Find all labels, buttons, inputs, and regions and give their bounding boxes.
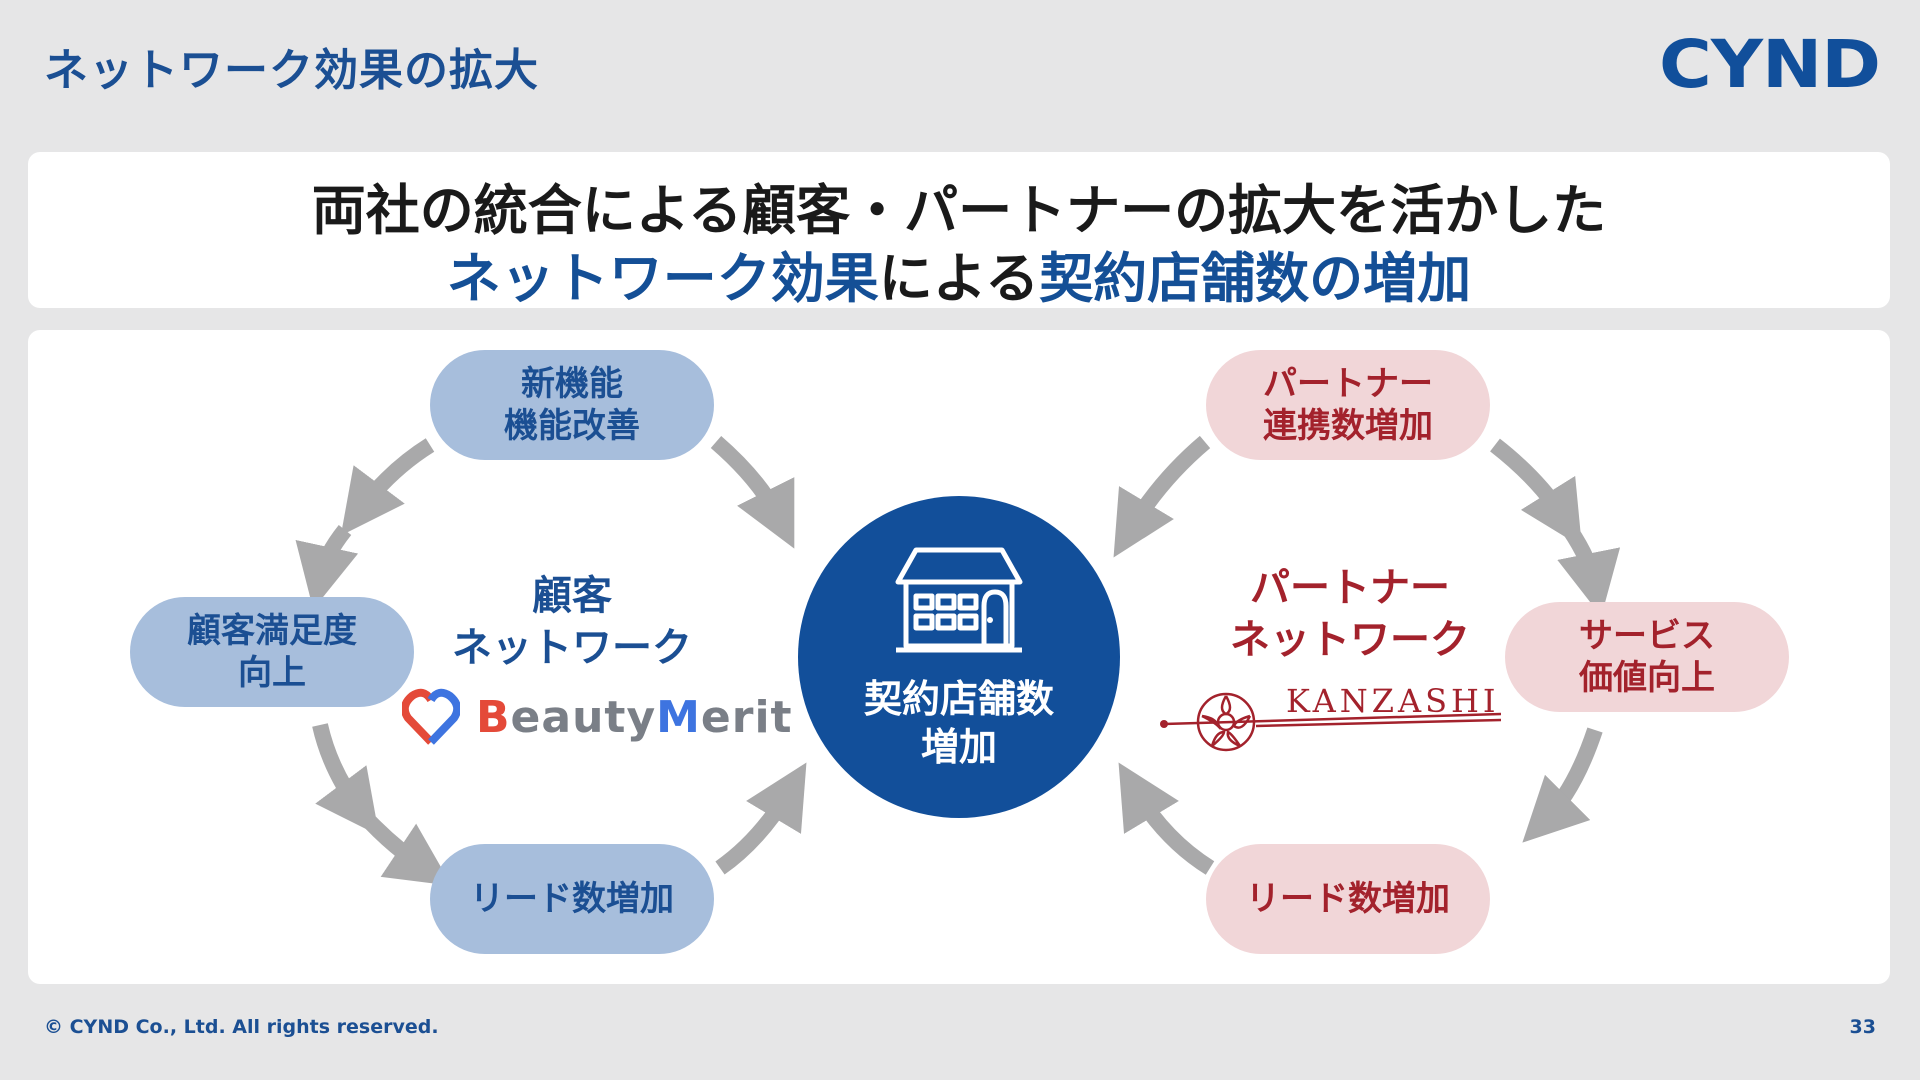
beautymerit-mark-icon <box>402 688 460 745</box>
pill-leads-right: リード数増加 <box>1206 844 1490 954</box>
pill-partner-integrations: パートナー 連携数増加 <box>1206 350 1490 460</box>
pill-line: 機能改善 <box>504 406 640 446</box>
headline-box: 両社の統合による顧客・パートナーの拡大を活かした ネットワーク効果による契約店舗… <box>28 152 1890 310</box>
arrow-left-1 <box>340 438 435 536</box>
wordmark-part: erit <box>700 691 793 743</box>
headline-highlight-network: ネットワーク効果 <box>446 247 879 310</box>
label-line: 増加 <box>920 724 997 769</box>
wordmark-m: M <box>656 691 701 743</box>
kanzashi-wordmark: KANZASHI <box>1286 682 1500 720</box>
pill-line: サービス <box>1579 615 1715 656</box>
pill-line: 新機能 <box>521 363 623 404</box>
arrow-right-5 <box>1118 762 1215 875</box>
page-number: 33 <box>1849 1016 1876 1038</box>
headline-line-1: 両社の統合による顧客・パートナーの拡大を活かした <box>311 179 1607 242</box>
headline-line-2: ネットワーク効果による契約店舗数の増加 <box>28 234 1890 313</box>
wordmark-b: B <box>476 691 511 743</box>
arrow-left-4 <box>364 816 452 886</box>
label-line: ネットワーク <box>1230 617 1470 663</box>
kanzashi-flower-icon <box>1160 692 1502 752</box>
arrow-right-1 <box>1113 435 1211 558</box>
arrow-right-4 <box>1522 727 1603 843</box>
pill-line: 連携数増加 <box>1263 406 1433 446</box>
pill-line: パートナー <box>1263 363 1433 404</box>
beautymerit-wordmark: BeautyMerit <box>476 692 793 743</box>
center-circle: 契約店舗数 増加 <box>798 496 1120 818</box>
pill-line: 顧客満足度 <box>187 610 357 651</box>
store-icon <box>895 547 1023 653</box>
arrow-left-6 <box>710 435 795 549</box>
pill-line: リード数増加 <box>470 878 674 919</box>
partner-network-label: パートナー ネットワーク <box>1200 562 1500 666</box>
kanzashi-logo: KANZASHI <box>1156 676 1502 760</box>
pill-customer-satisfaction: 顧客満足度 向上 <box>130 597 414 707</box>
arrow-left-5 <box>715 762 807 875</box>
beautymerit-logo: BeautyMerit <box>402 688 793 746</box>
pill-new-features: 新機能 機能改善 <box>430 350 714 460</box>
customer-network-label: 顧客 ネットワーク <box>430 570 714 674</box>
page-title: ネットワーク効果の拡大 <box>44 45 539 96</box>
pill-leads-left: リード数増加 <box>430 844 714 954</box>
pill-line: 向上 <box>238 653 306 693</box>
headline-connector: による <box>878 247 1040 310</box>
pill-line: リード数増加 <box>1246 878 1450 919</box>
label-line: ネットワーク <box>452 625 692 671</box>
arrow-left-3 <box>312 723 380 836</box>
center-label: 契約店舗数 増加 <box>798 676 1120 771</box>
arrow-left-2 <box>295 525 359 610</box>
pill-service-value: サービス 価値向上 <box>1505 602 1789 712</box>
pill-line: 価値向上 <box>1579 658 1715 698</box>
arrow-right-2 <box>1490 438 1582 548</box>
cynd-logo: CYND <box>1659 25 1881 103</box>
label-line: パートナー <box>1250 565 1450 611</box>
copyright: © CYND Co., Ltd. All rights reserved. <box>44 1016 439 1038</box>
arrow-right-3 <box>1557 525 1621 617</box>
headline-highlight-stores: 契約店舗数の増加 <box>1039 247 1472 310</box>
label-line: 契約店舗数 <box>863 677 1054 721</box>
label-line: 顧客 <box>532 573 612 619</box>
wordmark-part: eauty <box>510 691 657 743</box>
